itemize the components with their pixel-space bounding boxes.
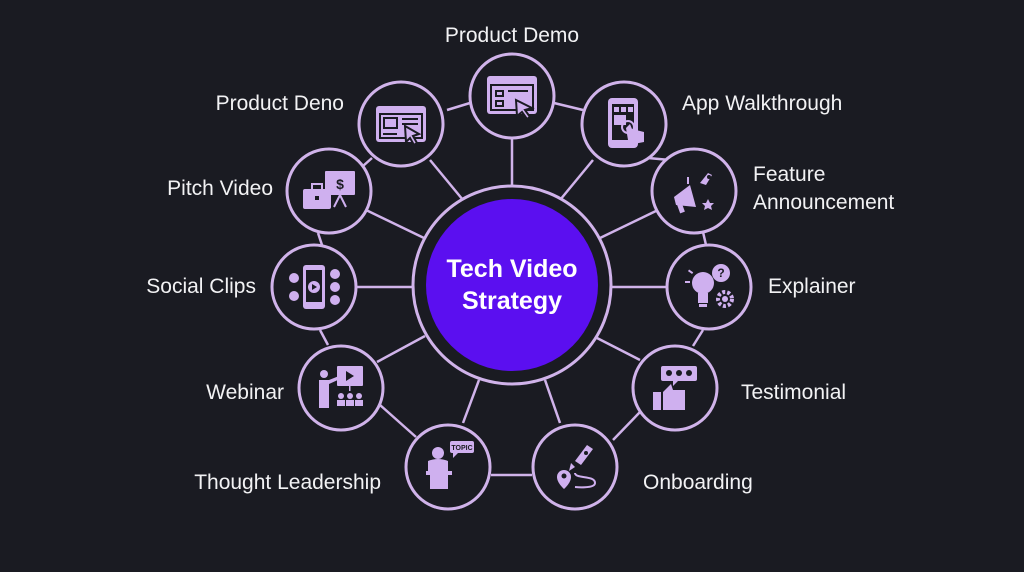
presenter-audience-icon — [319, 366, 363, 408]
label-thought-leadership: Thought Leadership — [194, 471, 381, 494]
node-webinar — [297, 344, 385, 432]
label-pitch-video: Pitch Video — [167, 177, 273, 200]
svg-text:?: ? — [717, 266, 724, 280]
label-testimonial: Testimonial — [741, 381, 847, 404]
label-social-clips: Social Clips — [146, 275, 256, 298]
phone-social-icon — [289, 265, 340, 309]
phone-tap-icon — [608, 98, 644, 148]
megaphone-rocket-icon — [674, 173, 714, 214]
label-app-walkthrough: App Walkthrough — [682, 92, 843, 115]
title-line-2: Strategy — [461, 287, 563, 315]
label-feature-line-2: Announcement — [753, 191, 895, 214]
browser-cursor-icon — [376, 106, 426, 147]
node-testimonial — [631, 344, 719, 432]
diagram-title: Tech Video Strategy — [432, 253, 592, 317]
label-product-deno: Product Deno — [215, 92, 344, 115]
briefcase-pitch-icon: $ — [303, 171, 355, 209]
thumbs-up-rating-icon — [653, 366, 697, 410]
label-webinar: Webinar — [206, 381, 284, 404]
browser-click-icon — [487, 76, 537, 121]
label-product-demo: Product Demo — [444, 24, 580, 47]
dollar-sign-text: $ — [336, 176, 344, 192]
lightbulb-question-icon: ? — [685, 264, 734, 308]
label-feature-announcement: Feature Announcement — [753, 161, 894, 217]
node-feature-announcement — [650, 147, 738, 235]
title-line-1: Tech Video — [446, 255, 578, 283]
rocket-path-icon — [557, 445, 597, 489]
center-node — [411, 184, 613, 386]
label-feature-line-1: Feature — [753, 163, 826, 186]
topic-bubble-text: TOPIC — [451, 445, 472, 452]
label-explainer: Explainer — [768, 275, 856, 298]
label-onboarding: Onboarding — [643, 471, 753, 494]
spokes — [356, 138, 667, 424]
speaker-podium-topic-icon: TOPIC — [426, 441, 474, 489]
